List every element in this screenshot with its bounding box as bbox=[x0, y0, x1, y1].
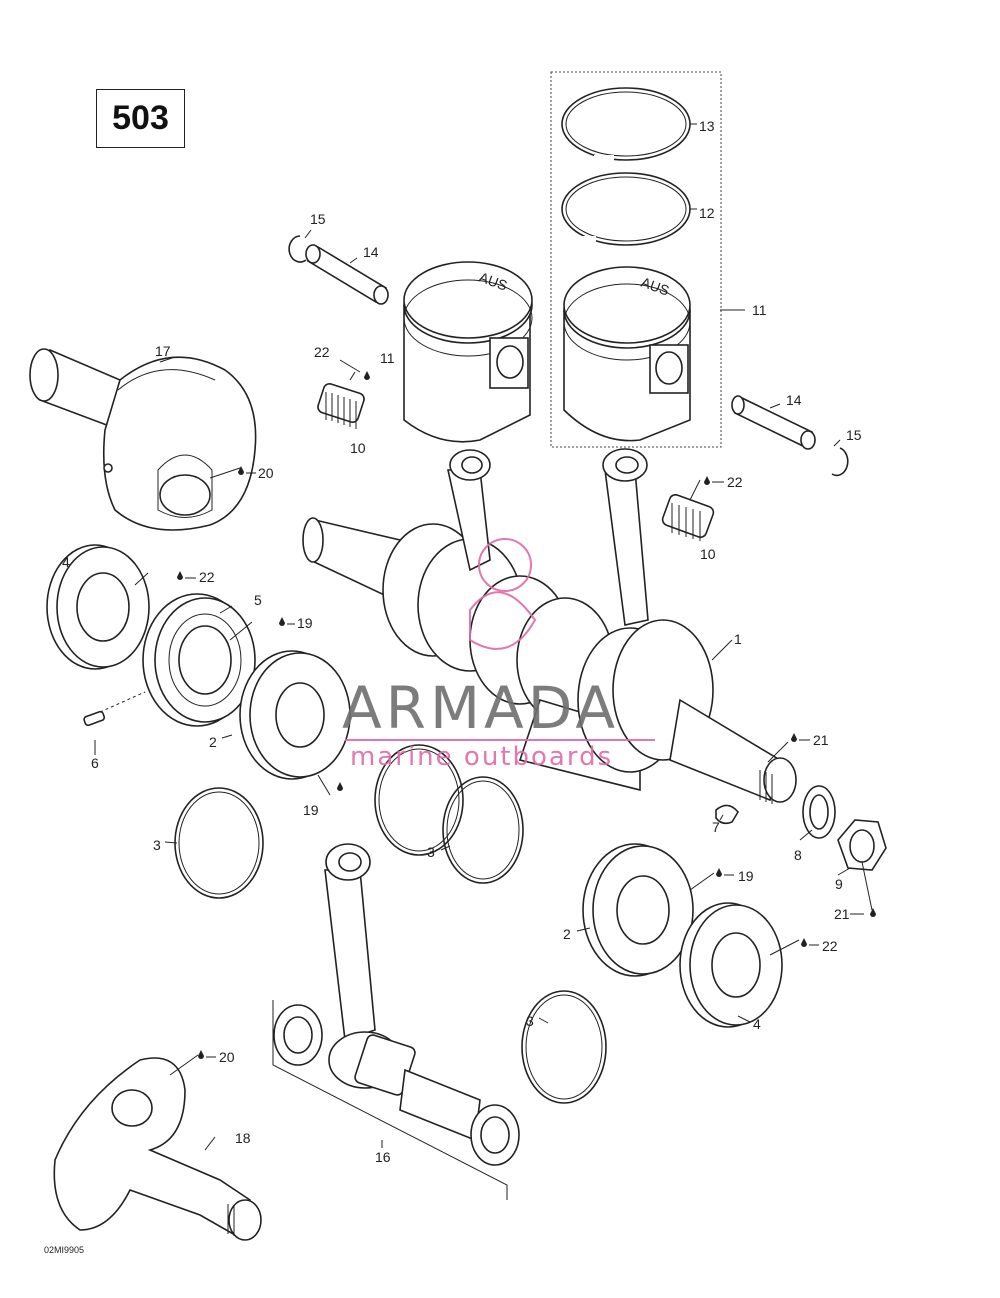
watermark-tagline: marine outboards bbox=[350, 742, 613, 772]
callout-19-upper: 19 bbox=[297, 615, 313, 631]
callout-19-lower: 19 bbox=[303, 802, 319, 818]
o-ring-mid-right bbox=[442, 776, 524, 884]
callout-15-lower: 15 bbox=[846, 427, 862, 443]
drop-icon bbox=[238, 466, 244, 475]
model-number: 503 bbox=[112, 99, 169, 137]
needle-bearing-left bbox=[317, 383, 365, 429]
piston-right: AUS bbox=[563, 266, 691, 442]
drop-icon bbox=[704, 476, 710, 485]
crank-half-18 bbox=[53, 1057, 262, 1241]
piston-pin-upper bbox=[305, 244, 389, 305]
crank-half-17 bbox=[29, 348, 257, 531]
callout-21-nut: 21 bbox=[834, 906, 850, 922]
callout-10-right: 10 bbox=[700, 546, 716, 562]
needle-bearing-right bbox=[661, 493, 715, 541]
drop-icon bbox=[364, 371, 370, 380]
callout-11-left: 11 bbox=[380, 350, 395, 366]
callout-22-left: 22 bbox=[199, 569, 215, 585]
callout-21-shaft: 21 bbox=[813, 732, 829, 748]
callout-1: 1 bbox=[734, 631, 742, 647]
circlip-lower bbox=[831, 447, 849, 477]
connecting-rod-kit bbox=[272, 843, 520, 1200]
callout-22-lower: 22 bbox=[822, 938, 838, 954]
lubricant-drop-icons bbox=[177, 371, 876, 1059]
callout-20-upper: 20 bbox=[258, 465, 274, 481]
callout-labels: 13 12 11 15 14 22 11 10 17 20 14 15 22 1… bbox=[62, 118, 862, 1165]
callout-16: 16 bbox=[375, 1149, 391, 1165]
callout-10-left: 10 bbox=[350, 440, 366, 456]
drop-icon bbox=[870, 908, 876, 917]
leader-lines bbox=[94, 123, 851, 1151]
callout-7: 7 bbox=[712, 819, 720, 835]
callout-3-mid: 3 bbox=[427, 844, 435, 860]
callout-14-upper: 14 bbox=[363, 244, 379, 260]
callout-4-right: 4 bbox=[753, 1016, 761, 1032]
drop-icon bbox=[198, 1050, 204, 1059]
ball-bearing-right bbox=[582, 843, 694, 977]
callout-20-lower: 20 bbox=[219, 1049, 235, 1065]
callout-17: 17 bbox=[155, 343, 171, 359]
woodruff-key bbox=[715, 804, 739, 825]
circlip-upper bbox=[288, 235, 307, 263]
drop-icon bbox=[801, 938, 807, 947]
callout-6: 6 bbox=[91, 755, 99, 771]
watermark: ARMADA marine outboards bbox=[342, 538, 655, 772]
callout-8: 8 bbox=[794, 847, 802, 863]
drop-icon bbox=[791, 733, 797, 742]
drawing-code: 02MI9905 bbox=[44, 1245, 85, 1255]
callout-15-upper: 15 bbox=[310, 211, 326, 227]
drop-icon bbox=[177, 571, 183, 580]
callout-19-right: 19 bbox=[738, 868, 754, 884]
piston-kit-box bbox=[550, 71, 722, 448]
callout-14-lower: 14 bbox=[786, 392, 802, 408]
callout-22-upper: 22 bbox=[314, 344, 330, 360]
callout-2-left: 2 bbox=[209, 734, 217, 750]
drop-icon bbox=[337, 782, 343, 791]
watermark-brand: ARMADA bbox=[342, 674, 619, 742]
drop-icon bbox=[279, 617, 285, 626]
o-ring-left bbox=[174, 787, 264, 899]
callout-4-left: 4 bbox=[62, 554, 70, 570]
piston-ring-12 bbox=[561, 172, 691, 246]
callout-22-right: 22 bbox=[727, 474, 743, 490]
dowel-pin bbox=[83, 710, 106, 727]
crankshaft-assembly bbox=[302, 448, 797, 804]
callout-18: 18 bbox=[235, 1130, 251, 1146]
washer-8 bbox=[802, 785, 836, 839]
callout-5: 5 bbox=[254, 592, 262, 608]
o-ring-lower bbox=[521, 990, 607, 1104]
drop-icon bbox=[716, 868, 722, 877]
piston-pin-lower bbox=[731, 395, 816, 450]
oil-seal-left bbox=[46, 544, 150, 670]
callout-9: 9 bbox=[835, 876, 843, 892]
piston-left: AUS bbox=[403, 261, 533, 443]
ball-bearing-5 bbox=[142, 593, 256, 727]
callout-3-left: 3 bbox=[153, 837, 161, 853]
oil-seal-right bbox=[679, 902, 783, 1028]
callout-12: 12 bbox=[699, 205, 715, 221]
callout-3-lower: 3 bbox=[526, 1013, 534, 1029]
callout-2-right: 2 bbox=[563, 926, 571, 942]
callout-11-kit: 11 bbox=[752, 302, 767, 318]
ball-bearing-left bbox=[239, 650, 351, 780]
piston-ring-13 bbox=[561, 87, 691, 163]
model-number-box: 503 bbox=[96, 89, 185, 148]
o-ring-mid-left bbox=[374, 744, 464, 856]
callout-13: 13 bbox=[699, 118, 715, 134]
